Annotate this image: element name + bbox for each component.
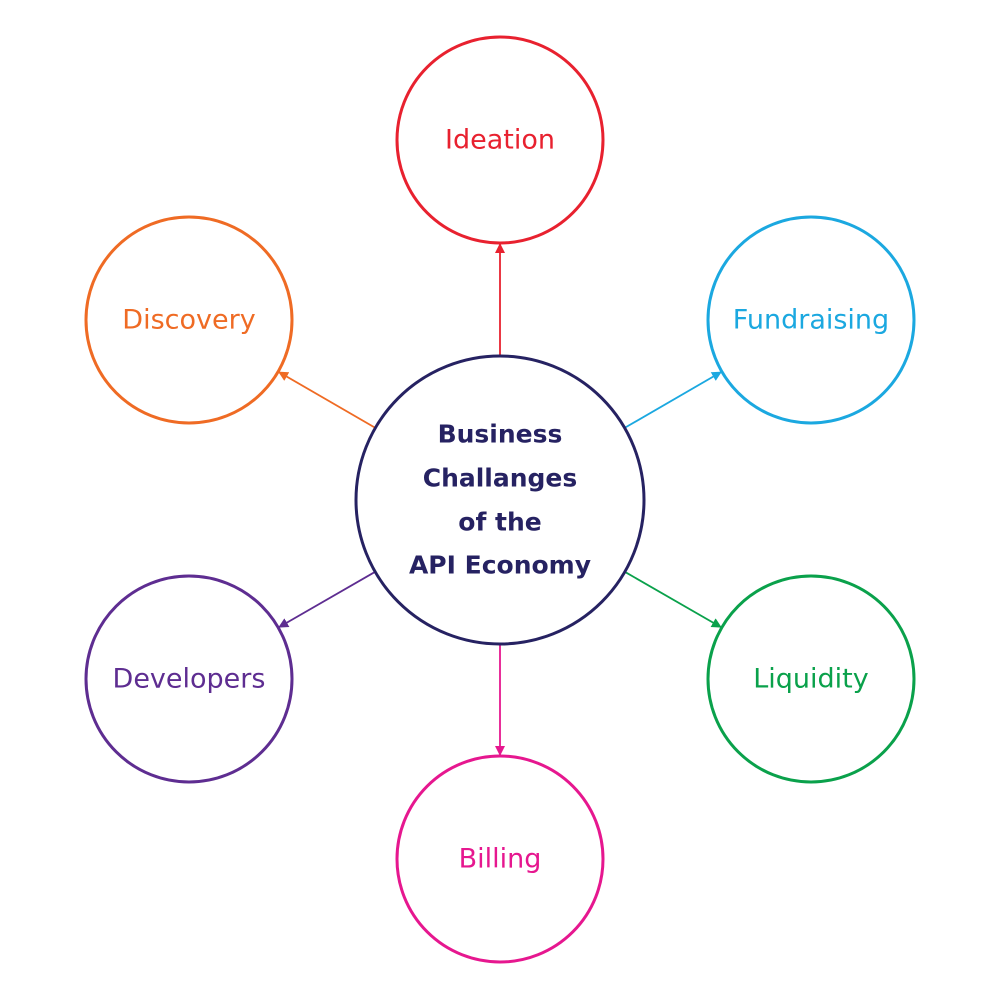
ideation-circle xyxy=(395,35,605,245)
liquidity-label: Liquidity xyxy=(753,664,869,695)
ideation-label: Ideation xyxy=(445,125,555,156)
node-liquidity: Liquidity xyxy=(706,574,916,784)
arrow-to-liquidity xyxy=(625,571,722,628)
discovery-label: Discovery xyxy=(122,305,255,336)
center-label-line-4: API Economy xyxy=(409,551,591,580)
center-label-line-1: Business xyxy=(438,420,563,449)
arrow-to-discovery xyxy=(278,371,375,429)
center-node: Business Challanges of the API Economy xyxy=(354,354,646,646)
node-developers: Developers xyxy=(84,574,294,784)
node-fundraising: Fundraising xyxy=(706,215,916,425)
fundraising-label: Fundraising xyxy=(733,305,889,336)
developers-label: Developers xyxy=(113,664,266,695)
billing-circle xyxy=(395,754,605,964)
discovery-circle xyxy=(84,215,294,425)
arrow-to-developers xyxy=(278,571,375,628)
arrow-to-fundraising xyxy=(625,371,722,429)
billing-label: Billing xyxy=(459,844,542,875)
connector-arrows xyxy=(278,243,722,756)
liquidity-circle xyxy=(706,574,916,784)
developers-circle xyxy=(84,574,294,784)
fundraising-circle xyxy=(706,215,916,425)
center-circle xyxy=(354,354,646,646)
center-label-line-3: of the xyxy=(458,508,541,537)
node-billing: Billing xyxy=(395,754,605,964)
node-discovery: Discovery xyxy=(84,215,294,425)
node-ideation: Ideation xyxy=(395,35,605,245)
center-label-line-2: Challanges xyxy=(423,464,578,493)
